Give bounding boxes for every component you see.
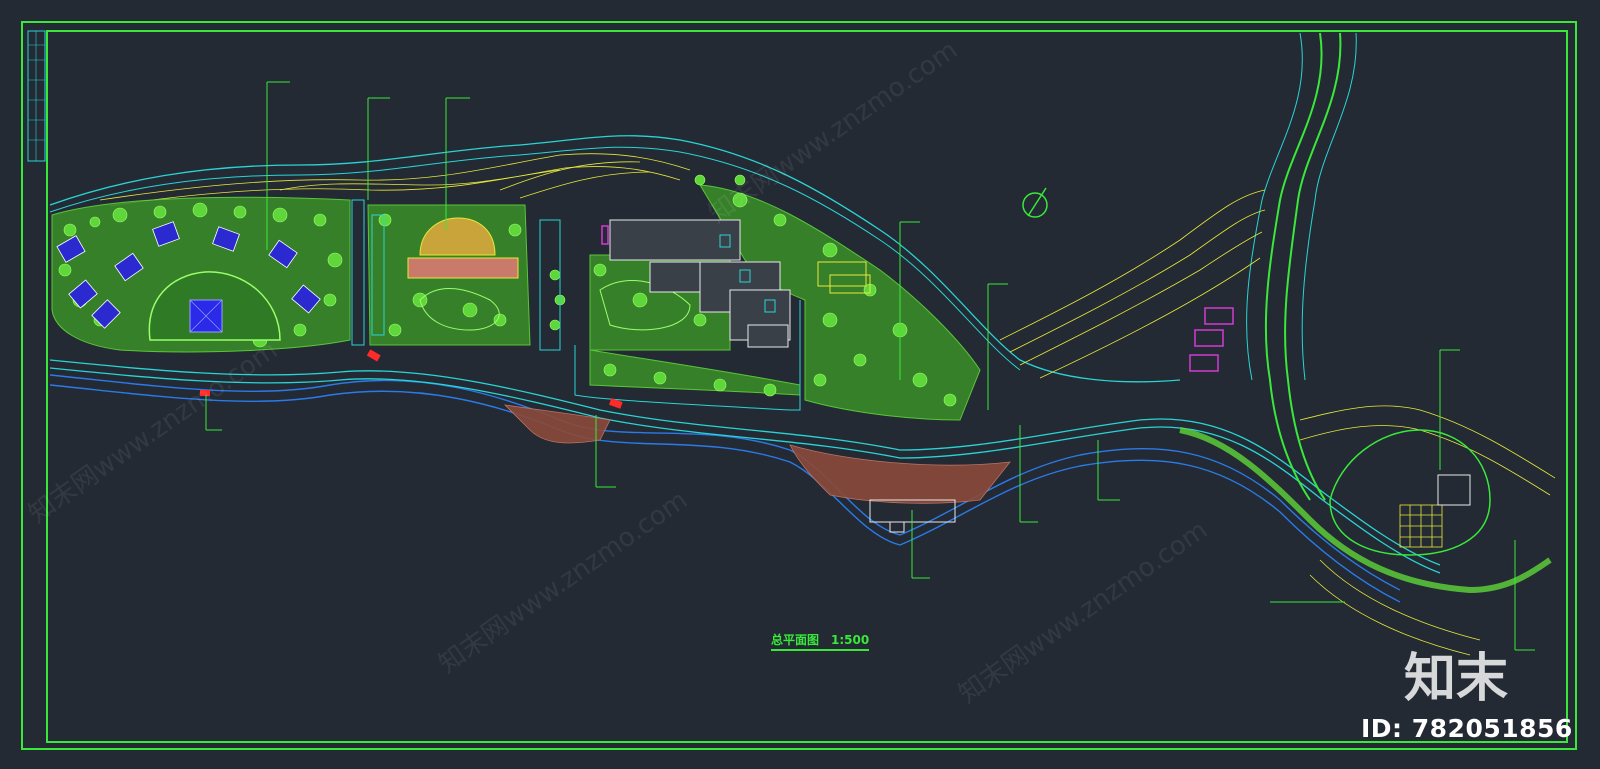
- title-strip-lines: [28, 31, 45, 161]
- riverside-path: [49, 359, 1441, 574]
- watermark-logo: 知末: [1404, 649, 1509, 709]
- plaza: [407, 217, 519, 279]
- small-pavilion: [817, 261, 871, 294]
- villa-buildings: [56, 221, 321, 329]
- contour-lines-top: [99, 153, 691, 207]
- grid-plaza: [1399, 504, 1443, 548]
- main-building: [609, 219, 791, 348]
- hill-building: [1437, 474, 1471, 506]
- title-strip: [27, 30, 46, 162]
- waterfront-decks: [503, 404, 1011, 504]
- contour-lines-right: [999, 189, 1556, 656]
- red-markers: [200, 349, 623, 409]
- right-stream: [1264, 32, 1342, 501]
- magenta-marker: [601, 225, 609, 245]
- right-stream-bank: [1246, 32, 1357, 381]
- site-boundary-inner: [49, 146, 1021, 371]
- site-boundary: [49, 135, 1181, 383]
- main-building-accents: [719, 234, 776, 313]
- drawing-title: 总平面图 1:500: [771, 631, 870, 651]
- river-edges: [49, 374, 1401, 603]
- north-arrow: [1022, 187, 1048, 218]
- magenta-buildings: [1189, 307, 1234, 372]
- internal-roads: [351, 199, 801, 411]
- outer-frame: [21, 21, 1577, 750]
- leader-lines: [205, 81, 1535, 651]
- hill-garden: [1329, 429, 1491, 556]
- inner-frame: [46, 30, 1568, 743]
- plaza-garden: [419, 280, 691, 331]
- river-vegetation-band: [1179, 427, 1552, 594]
- watermark-id: ID: 782051856: [1361, 714, 1573, 743]
